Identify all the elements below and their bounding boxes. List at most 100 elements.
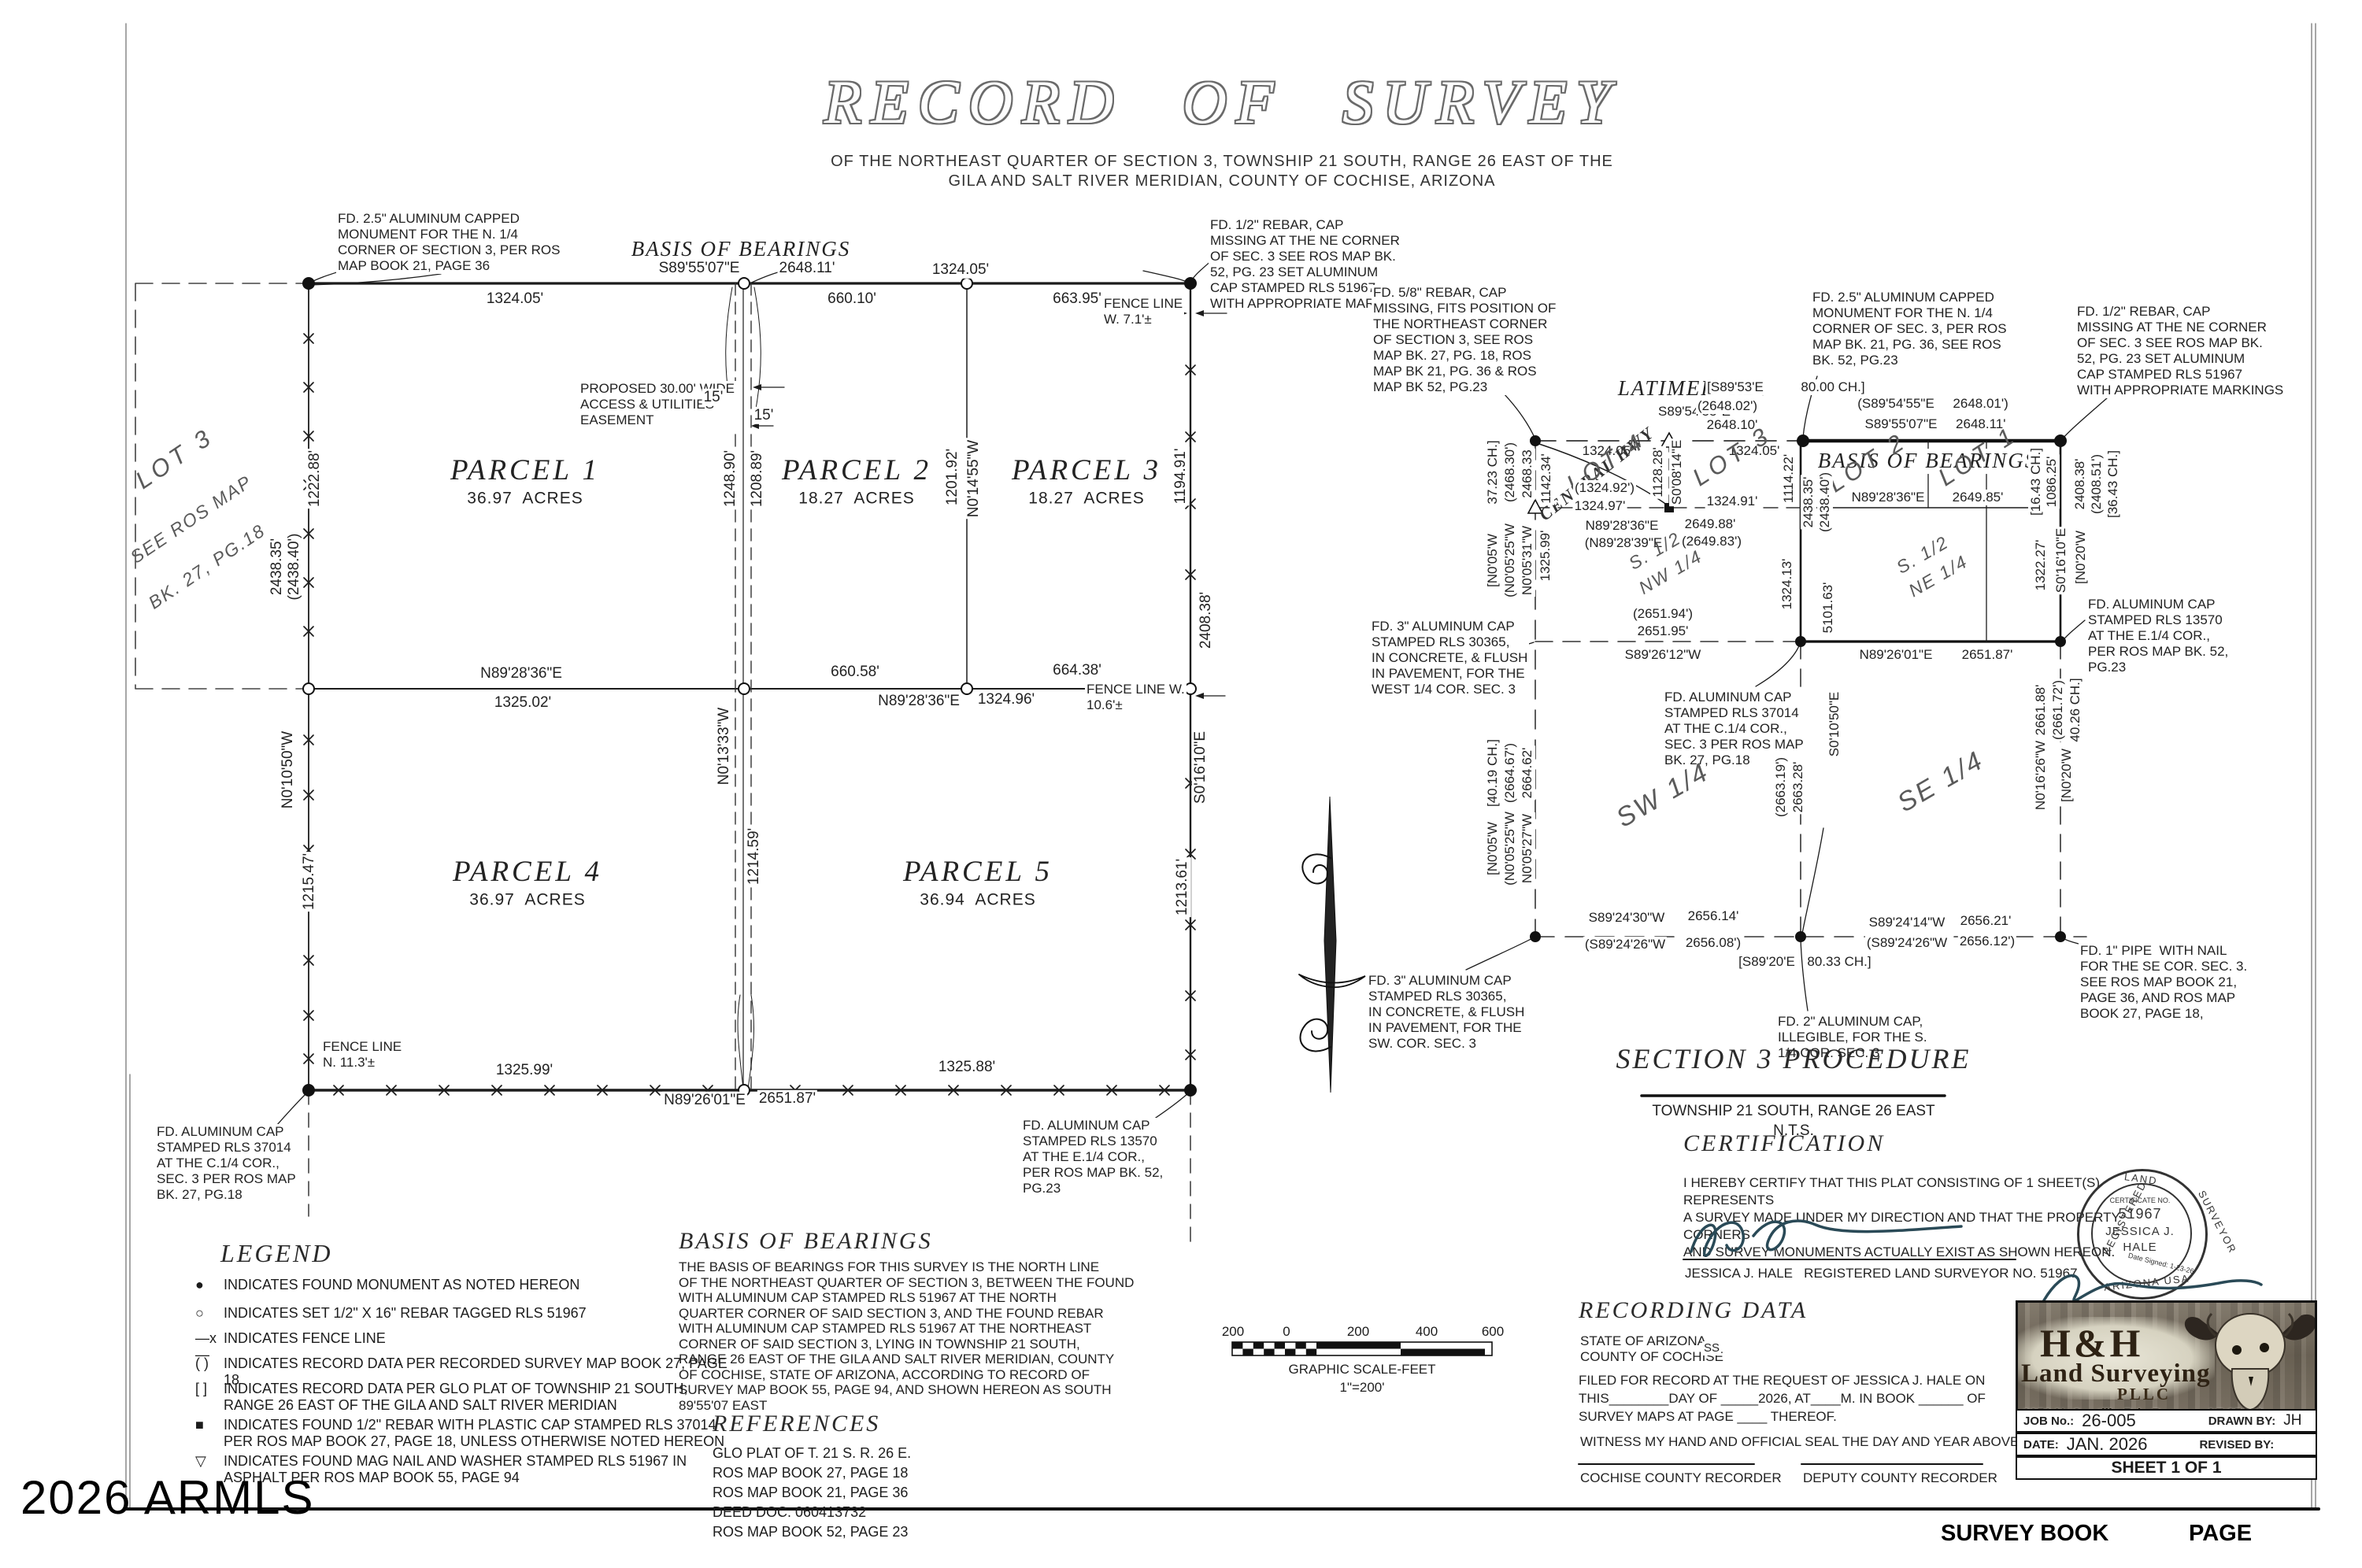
- legend-text: INDICATES FOUND MONUMENT AS NOTED HEREON: [224, 1277, 580, 1292]
- date-value: JAN. 2026: [2066, 1434, 2148, 1454]
- map-label: FD. 5/8" REBAR, CAP MISSING, FITS POSITI…: [1372, 285, 1558, 396]
- map-label: 1194.91': [1172, 446, 1190, 506]
- page-subtitle-1: OF THE NORTHEAST QUARTER OF SECTION 3, T…: [831, 153, 1613, 170]
- map-label: N0'13'33"W: [715, 705, 734, 787]
- map-label: FD. 2.5" ALUMINUM CAPPED MONUMENT FOR TH…: [1811, 290, 2008, 369]
- map-label: FD. 2" ALUMINUM CAP, ILLEGIBLE, FOR THE …: [1776, 1014, 1929, 1062]
- procedure-title: SECTION 3 PROCEDURE: [1616, 1043, 1971, 1074]
- map-label: 18.27 ACRES: [1027, 489, 1146, 509]
- map-label: 15': [752, 406, 776, 425]
- map-label: FD. 3" ALUMINUM CAP STAMPED RLS 30365, I…: [1367, 973, 1527, 1052]
- legend-text: INDICATES RECORD DATA PER RECORDED SURVE…: [224, 1355, 727, 1388]
- map-label: [N0'20'W: [2058, 747, 2075, 804]
- map-label: FD. 3" ALUMINUM CAP STAMPED RLS 30365, I…: [1370, 619, 1530, 698]
- map-label: 664.38': [1051, 661, 1103, 680]
- recording-ss: SS: [1702, 1341, 1722, 1355]
- legend-item: ( )INDICATES RECORD DATA PER RECORDED SU…: [195, 1355, 727, 1389]
- map-label: N0'16'26"W: [2032, 738, 2049, 812]
- legend-text: INDICATES FENCE LINE: [224, 1330, 386, 1346]
- titleblock-sheet-row: SHEET 1 OF 1: [2016, 1456, 2317, 1480]
- seal-cert-label: CERTIFICATE NO.: [2109, 1196, 2171, 1204]
- map-label: 2663.28': [1790, 760, 1807, 815]
- basis-title: BASIS OF BEARINGS: [679, 1228, 933, 1254]
- map-label: 1214.59': [745, 826, 764, 887]
- reference-item: DEED DOC. 060413732: [713, 1504, 867, 1520]
- legend-symbol: ▽: [195, 1453, 206, 1469]
- map-label: 2648.10': [1705, 416, 1760, 434]
- map-label: N0'05'31"W: [1519, 523, 1536, 597]
- legend-symbol: [ ]: [195, 1381, 208, 1396]
- map-label: FD. 1/2" REBAR, CAP MISSING AT THE NE CO…: [2075, 304, 2286, 399]
- map-label: 1325.88': [936, 1058, 998, 1077]
- map-label: 2661.88': [2032, 682, 2049, 738]
- reference-item: GLO PLAT OF T. 21 S. R. 26 E.: [713, 1445, 912, 1461]
- scalebar-tick: 200: [1346, 1324, 1370, 1339]
- map-label: [36.43 CH.]: [2105, 449, 2122, 520]
- map-label: FENCE LINE N. 11.3'±: [321, 1039, 404, 1071]
- scalebar-tick: 600: [1481, 1324, 1505, 1339]
- map-label: 1086.25': [2043, 454, 2060, 509]
- recording-signature-label-1: COCHISE COUNTY RECORDER: [1579, 1470, 1783, 1487]
- map-label: 1325.99': [1537, 528, 1554, 583]
- map-label: 1324.96': [976, 690, 1037, 709]
- legend-item: [ ]INDICATES RECORD DATA PER GLO PLAT OF…: [195, 1381, 727, 1414]
- map-label: (N89'28'39"E: [1583, 534, 1664, 552]
- map-label: PARCEL 3: [1010, 453, 1163, 488]
- recording-witness: WITNESS MY HAND AND OFFICIAL SEAL THE DA…: [1579, 1434, 2090, 1451]
- procedure-line1: TOWNSHIP 21 SOUTH, RANGE 26 EAST: [1650, 1102, 1937, 1121]
- map-label: N0'10'50"W: [279, 729, 298, 811]
- map-label: N89'28'36"E: [876, 692, 961, 711]
- map-label: 36.97 ACRES: [468, 890, 587, 911]
- map-label: 2438.35': [268, 536, 287, 597]
- map-label: (N0'05'25"W: [1501, 522, 1519, 599]
- map-label: 2651.87': [1960, 646, 2015, 664]
- scalebar-ratio: 1"=200': [1338, 1379, 1386, 1396]
- map-label: 2408.38': [1197, 590, 1216, 651]
- map-label: (2661.72'): [2049, 678, 2067, 742]
- recording-filed: FILED FOR RECORD AT THE REQUEST OF JESSI…: [1579, 1373, 1986, 1424]
- reference-item: ROS MAP BOOK 27, PAGE 18: [713, 1465, 909, 1481]
- seal-number: 51967: [2118, 1206, 2162, 1222]
- map-label: 2651.87': [757, 1089, 818, 1108]
- map-label: (2438.40'): [285, 531, 304, 602]
- map-label: PARCEL 5: [901, 855, 1054, 889]
- map-label: 1324.05': [1727, 442, 1782, 460]
- legend-symbol: ■: [195, 1417, 204, 1433]
- map-label: 1201.92': [943, 446, 962, 508]
- map-label: S89'24'30"W: [1586, 909, 1667, 926]
- map-label: BASIS OF BEARINGS: [1816, 449, 2039, 474]
- legend-item: —x—INDICATES FENCE LINE: [195, 1330, 386, 1363]
- map-label: 2438.35': [1800, 475, 1817, 530]
- map-label: [N0'05'W: [1484, 532, 1501, 589]
- map-label: N89'28'36"E: [479, 664, 564, 683]
- map-label: [S89'53'E: [1705, 379, 1765, 396]
- titleblock-date-row: DATE: JAN. 2026 REVISED BY:: [2016, 1433, 2317, 1456]
- recording-county: COUNTY OF COCHISE: [1579, 1349, 1725, 1366]
- map-label: 15': [702, 388, 725, 407]
- map-label: 40.26 CH.]: [2067, 676, 2084, 744]
- map-label: 1222.88': [305, 448, 324, 509]
- map-label: (S89'24'26"W: [1864, 934, 1949, 952]
- drawn-label: DRAWN BY:: [2208, 1414, 2276, 1428]
- job-label: JOB No.:: [2023, 1414, 2075, 1428]
- scalebar-tick: 0: [1283, 1324, 1290, 1339]
- reference-item: ROS MAP BOOK 52, PAGE 23: [713, 1524, 909, 1540]
- recording-signature-label-2: DEPUTY COUNTY RECORDER: [1801, 1470, 1999, 1487]
- map-label: BASIS OF BEARINGS: [629, 237, 853, 262]
- map-label: 1325.99': [494, 1061, 555, 1080]
- legend-symbol: ○: [195, 1305, 204, 1321]
- map-label: S89'55'07"E 2648.11': [1863, 416, 2008, 433]
- map-label: 1215.47': [300, 851, 319, 912]
- map-label: 1324.05': [484, 290, 546, 309]
- map-label: FENCE LINE W. 7.1'±: [1102, 296, 1185, 328]
- map-label: (S89'24'26"W: [1583, 936, 1668, 953]
- map-label: 660.10': [826, 290, 878, 309]
- map-label: 2656.21': [1958, 912, 2013, 930]
- map-label: (N0'05'25"W: [1501, 810, 1519, 887]
- map-label: [S89'20'E: [1737, 953, 1797, 971]
- map-label: 5101.63': [1820, 580, 1837, 635]
- map-label: N89'26'01"E: [662, 1091, 747, 1110]
- map-label: 2664.62': [1519, 745, 1536, 801]
- map-label: (S89'54'55"E 2648.01'): [1856, 395, 2010, 412]
- seal-name2: HALE: [2123, 1241, 2157, 1254]
